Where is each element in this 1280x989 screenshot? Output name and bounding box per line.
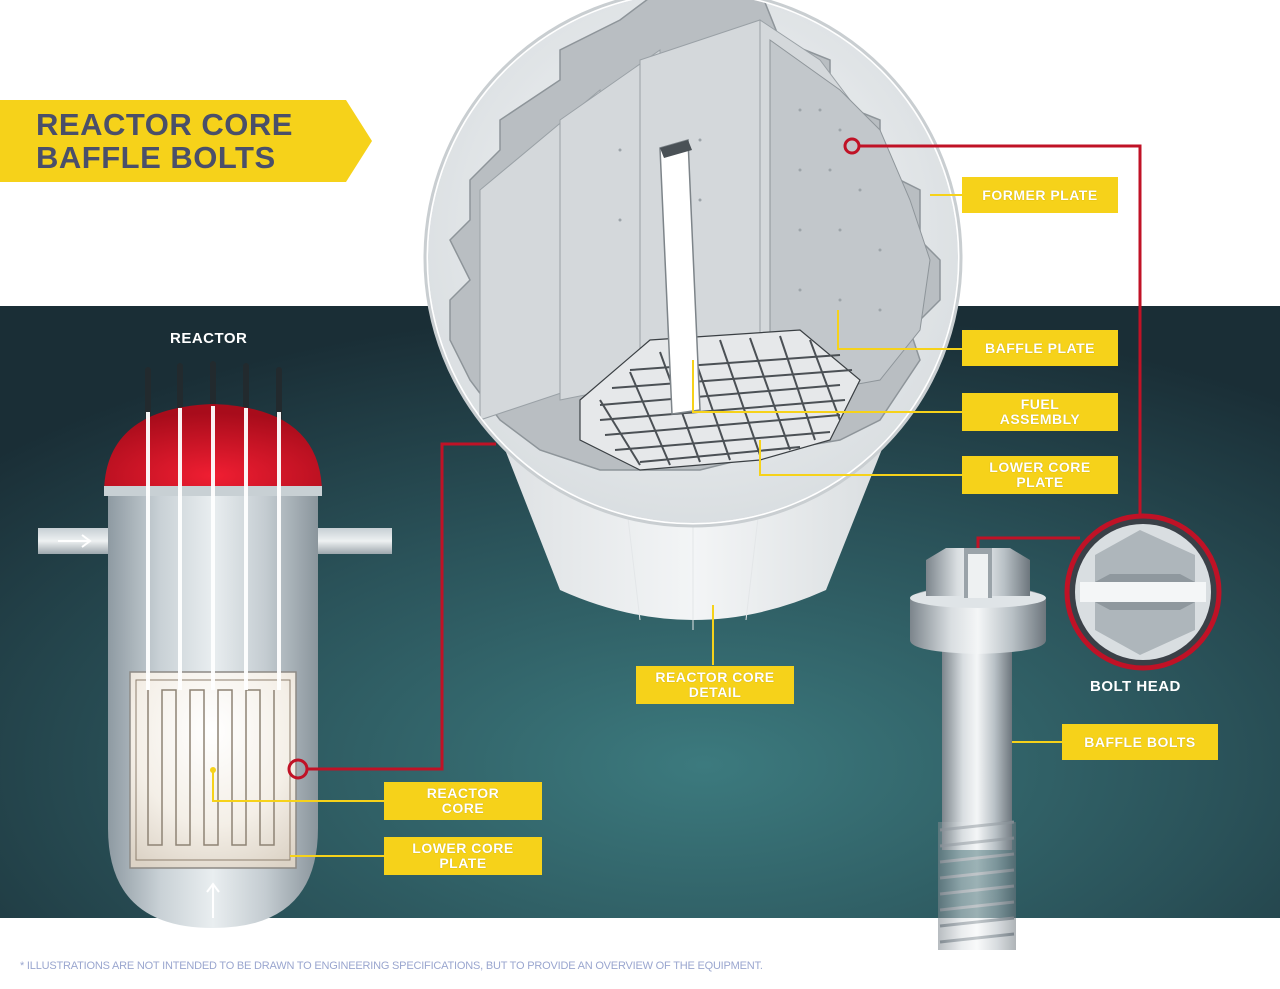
core-detail-drawing — [423, 0, 963, 630]
reactor-label: REACTOR — [170, 330, 248, 347]
former-plate-callout: FORMER PLATE — [962, 177, 1118, 213]
bolt-head-detail-drawing — [1064, 513, 1222, 671]
title-line-1: REACTOR CORE — [36, 107, 293, 142]
reactor-core-detail-callout: REACTOR CORE DETAIL — [636, 666, 794, 704]
lower-core-plate-detail-callout: LOWER CORE PLATE — [962, 456, 1118, 494]
lower-core-plate-reactor-callout: LOWER CORE PLATE — [384, 837, 542, 875]
baffle-plate-callout: BAFFLE PLATE — [962, 330, 1118, 366]
core-leader-lines — [692, 137, 1142, 743]
title-banner — [0, 100, 372, 182]
title-line-2: BAFFLE BOLTS — [36, 140, 276, 175]
page-title: REACTOR CORE BAFFLE BOLTS — [36, 108, 293, 174]
reactor-vessel-drawing — [38, 361, 392, 928]
reactor-core-callout: REACTOR CORE — [384, 782, 542, 820]
reactor-leader-lines — [210, 442, 496, 857]
fuel-assembly-callout: FUEL ASSEMBLY — [962, 393, 1118, 431]
footnote: * ILLUSTRATIONS ARE NOT INTENDED TO BE D… — [20, 960, 763, 972]
baffle-bolts-callout: BAFFLE BOLTS — [1062, 724, 1218, 760]
bolt-head-label: BOLT HEAD — [1090, 678, 1181, 695]
baffle-bolt-drawing — [910, 548, 1046, 950]
outlet-pipe — [316, 528, 392, 554]
